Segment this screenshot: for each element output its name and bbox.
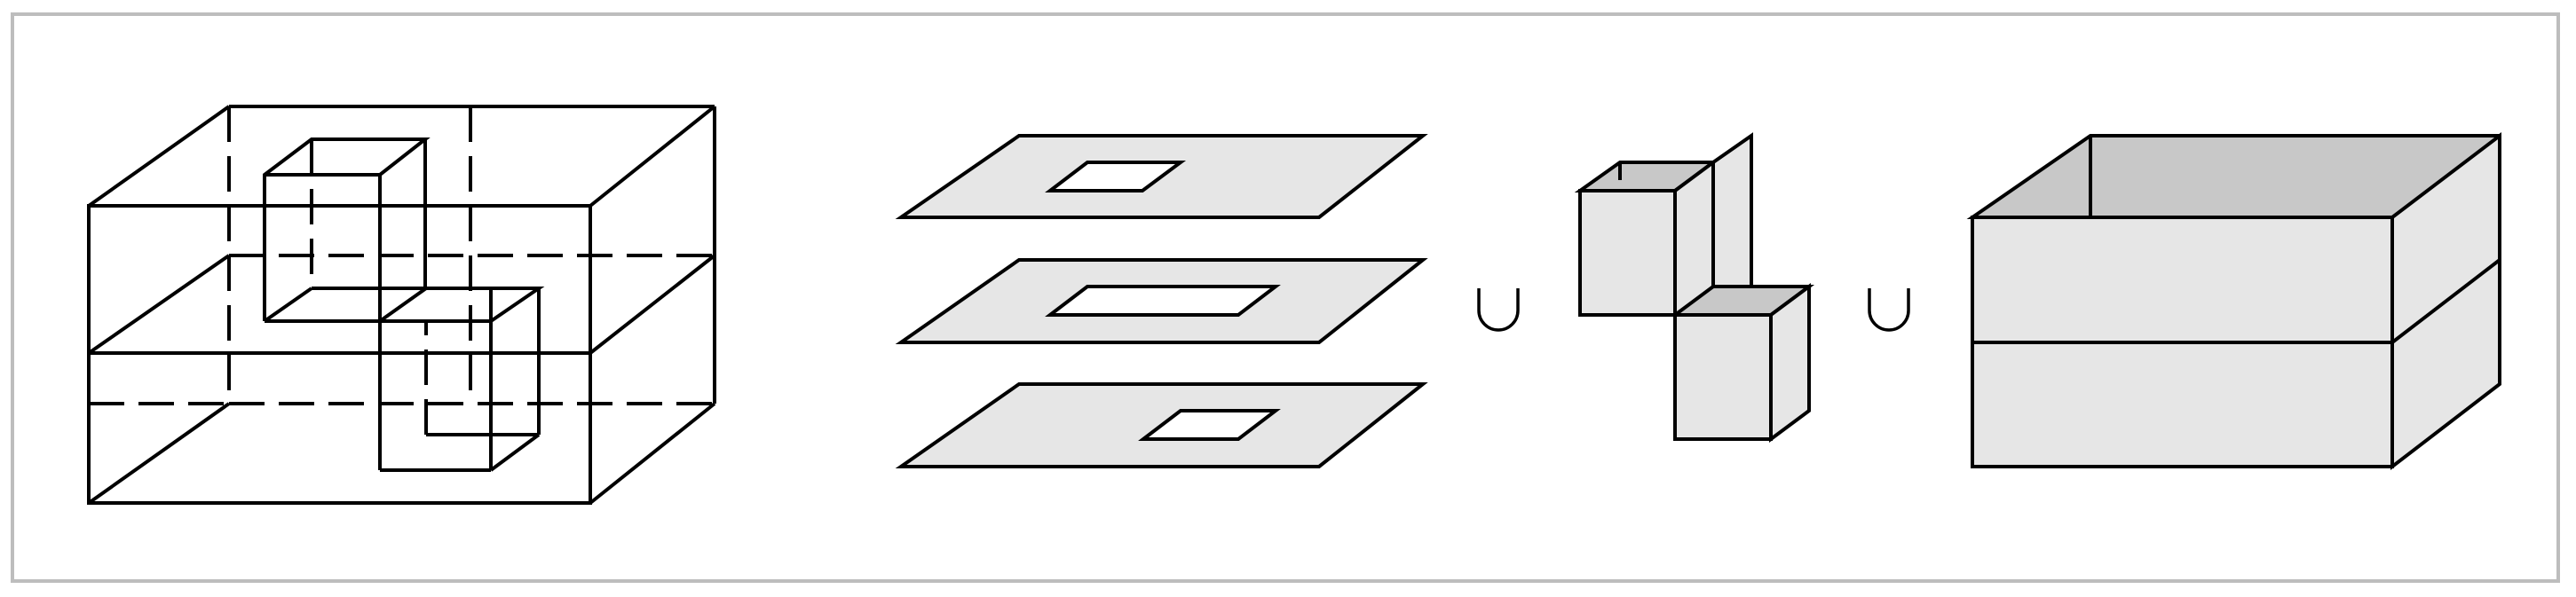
open-box-panel [1966, 131, 2501, 471]
sheet-middle [895, 258, 1428, 344]
outer-box [87, 105, 716, 505]
lower-open-cube [1669, 283, 1815, 443]
upper-open-cube [1574, 132, 1753, 317]
lower-inner-cuboid [378, 287, 545, 472]
upper-inner-cuboid [263, 137, 431, 323]
sheet-top [895, 134, 1428, 219]
union-symbol-1 [1477, 288, 1520, 332]
wireframe-panel [87, 105, 716, 505]
sheet-bottom [895, 382, 1428, 468]
open-cubes-panel [1574, 132, 1815, 443]
union-symbol-2 [1868, 288, 1910, 332]
sheets-panel [895, 134, 1428, 468]
